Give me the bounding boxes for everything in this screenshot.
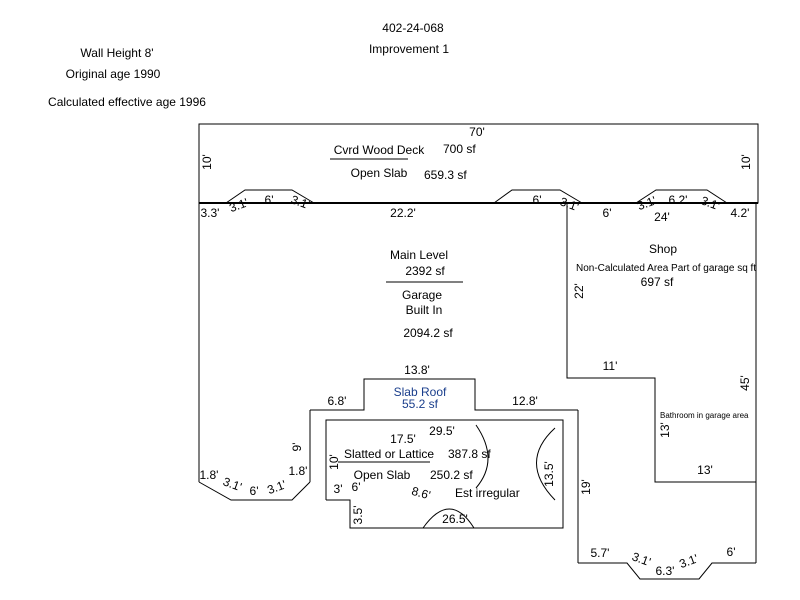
deck-sub-label: Open Slab: [351, 166, 408, 180]
dim-3.1-e: 3.1': [699, 193, 722, 213]
dim-3.1-h: 3.1': [630, 549, 653, 569]
shop-boundary: [566, 203, 756, 483]
main-label: Main Level: [390, 248, 448, 262]
dim-6-e: 6': [352, 480, 361, 494]
lattice-outline: [325, 419, 564, 529]
dim-3.1-a: 3.1': [227, 195, 250, 215]
deck-bay-right: [635, 189, 728, 204]
lattice-sub-area: 250.2 sf: [430, 468, 473, 482]
dim-70: 70': [469, 125, 485, 139]
improvement-label: Improvement 1: [369, 42, 449, 56]
dim-10-right: 10': [739, 154, 753, 170]
dim-3.1-f: 3.1': [221, 474, 244, 494]
dim-13-vertical: 13': [658, 422, 672, 438]
dim-4.2: 4.2': [731, 206, 750, 220]
dim-13-horizontal: 13': [697, 463, 713, 477]
deck-label: Cvrd Wood Deck: [334, 143, 425, 157]
deck-bay-mid: [493, 189, 583, 204]
dim-6-b: 6': [533, 193, 542, 207]
dim-1.8-left: 1.8': [200, 468, 219, 482]
dim-24: 24': [654, 210, 670, 224]
dim-10-left: 10': [200, 154, 214, 170]
dim-3.5: 3.5': [351, 506, 365, 525]
lattice-sub-label: Open Slab: [354, 468, 411, 482]
deck-area: 700 sf: [443, 142, 476, 156]
dim-3.1-g: 3.1': [265, 477, 288, 497]
shop-label: Shop: [649, 242, 677, 256]
dim-6.3: 6.3': [656, 564, 675, 578]
shop-note: Non-Calculated Area Part of garage sq ft: [576, 263, 756, 274]
dim-3: 3': [334, 482, 343, 496]
deck-sub-area: 659.3 sf: [424, 168, 467, 182]
main-area: 2392 sf: [405, 264, 445, 278]
dim-3.1-d: 3.1': [635, 193, 658, 213]
effective-age: Calculated effective age 1996: [48, 95, 206, 109]
bottom-right-bay: [578, 562, 756, 580]
shop-area: 697 sf: [641, 275, 674, 289]
dim-6-f: 6': [727, 545, 736, 559]
dim-3.1-b: 3.1': [289, 192, 312, 212]
dim-12.8: 12.8': [512, 394, 538, 408]
bottom-left-bay: [198, 481, 311, 501]
dim-5.7: 5.7': [591, 546, 610, 560]
lattice-label: Slatted or Lattice: [344, 447, 434, 461]
dim-26.5: 26.5': [442, 512, 468, 526]
dim-22.2: 22.2': [390, 206, 416, 220]
dim-9: 9': [290, 443, 304, 452]
slab-roof-area: 55.2 sf: [402, 397, 439, 411]
dim-6-c: 6': [603, 206, 612, 220]
dim-22: 22': [572, 283, 586, 299]
dim-13.8: 13.8': [404, 363, 430, 377]
dim-3.1-i: 3.1': [677, 551, 700, 571]
dim-3.3: 3.3': [201, 206, 220, 220]
lattice-area: 387.8 sf: [448, 447, 491, 461]
slab-roof-label: Slab Roof: [394, 385, 447, 399]
original-age: Original age 1990: [66, 67, 161, 81]
garage-area: 2094.2 sf: [403, 326, 453, 340]
dim-11: 11': [603, 359, 618, 373]
dim-6.8: 6.8': [328, 394, 347, 408]
dim-6.2: 6.2': [669, 193, 688, 207]
dim-13.5: 13.5': [542, 461, 556, 487]
dim-1.8-right: 1.8': [289, 464, 308, 478]
dim-19: 19': [579, 479, 593, 495]
dim-17.5: 17.5': [390, 432, 416, 446]
wall-height: Wall Height 8': [80, 46, 153, 60]
dim-29.5: 29.5': [429, 424, 455, 438]
lattice-arc-right2: [536, 427, 556, 501]
bathroom-label: Bathroom in garage area: [660, 411, 749, 420]
garage-label: Garage: [402, 288, 442, 302]
dim-45: 45': [738, 375, 752, 391]
dim-10-inner: 10': [327, 454, 341, 470]
lattice-note: Est irregular: [455, 486, 520, 500]
slab-roof-outline: [310, 378, 578, 411]
lattice-arc-right: [475, 424, 489, 489]
parcel-id: 402-24-068: [382, 21, 444, 35]
deck-bay-left: [225, 189, 315, 204]
dim-3.1-c: 3.1': [558, 194, 581, 214]
garage-built-in: Built In: [406, 303, 443, 317]
lattice-arc-bottom: [422, 508, 475, 529]
dim-6-d: 6': [250, 484, 259, 498]
dim-8.6: 8.6': [410, 484, 432, 502]
dim-6-a: 6': [265, 193, 274, 207]
